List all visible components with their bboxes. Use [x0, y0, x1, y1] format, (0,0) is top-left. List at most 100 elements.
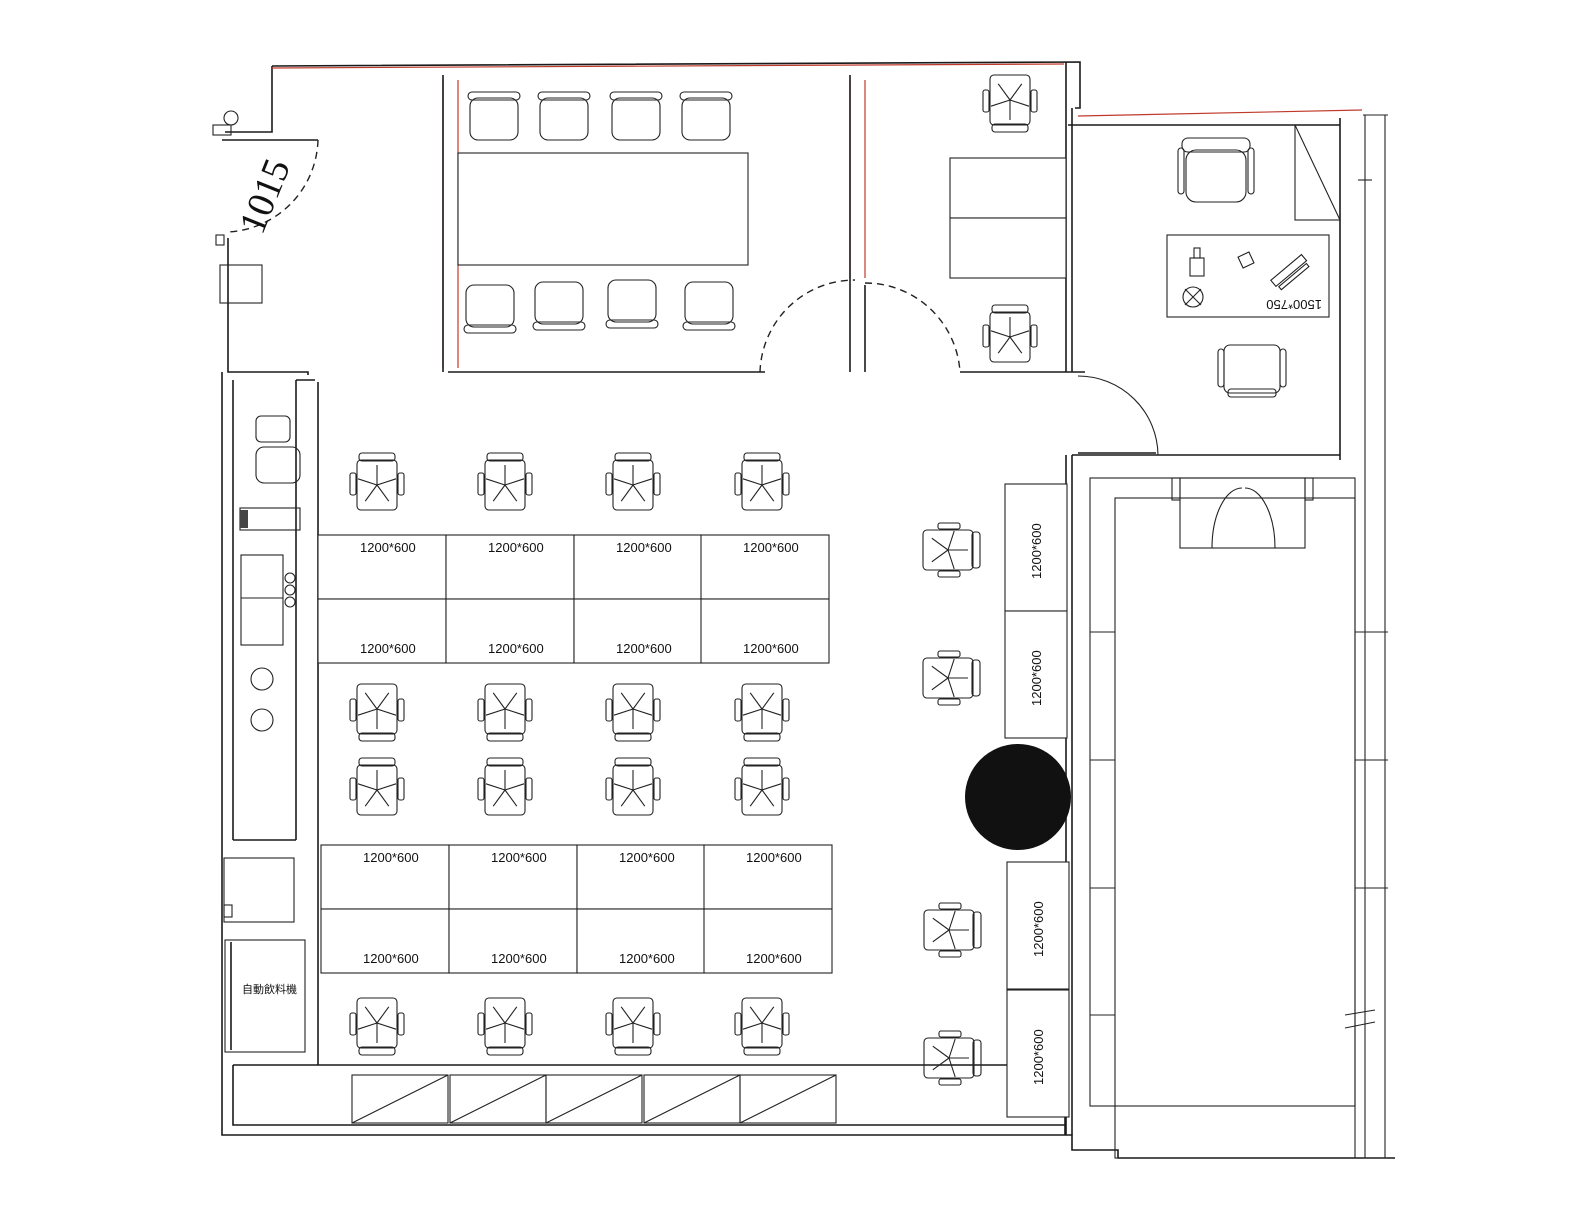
chair-seat: [741, 997, 783, 1049]
chair-base-leg: [931, 537, 949, 551]
desk-size-label: 1200*600: [1029, 650, 1044, 706]
chair-base-leg: [504, 484, 518, 502]
chair-backrest: [972, 911, 982, 949]
desk: [317, 598, 447, 664]
chair-base-leg: [613, 478, 634, 486]
chair-base-leg: [376, 692, 390, 710]
chair-base-leg: [948, 1038, 956, 1059]
desk: [700, 534, 830, 600]
office-chair: [922, 522, 981, 578]
chair-base-leg: [761, 1022, 782, 1030]
pantry-counter: [239, 415, 301, 732]
desk-size-label: 1200*600: [743, 540, 799, 555]
desk-size-label: 1200*600: [363, 850, 419, 865]
chair-base-leg: [931, 677, 949, 691]
chair-backrest: [614, 732, 652, 742]
office-chair: [922, 650, 981, 706]
chair-base-leg: [947, 677, 955, 698]
chair-armrest: [477, 1012, 485, 1036]
chair-armrest: [349, 472, 357, 496]
chair-backrest: [486, 452, 524, 462]
chair-base-leg: [504, 789, 518, 807]
chair-armrest: [734, 1012, 742, 1036]
chair-backrest: [743, 1046, 781, 1056]
office-chair: [605, 997, 661, 1056]
chair-armrest: [605, 472, 613, 496]
chair-armrest: [525, 472, 533, 496]
chair-seat: [484, 683, 526, 735]
chair-armrest: [982, 89, 990, 113]
chair-base-leg: [948, 1057, 956, 1078]
chair-armrest: [734, 698, 742, 722]
chair-armrest: [653, 1012, 661, 1036]
desk-size-label: 1200*600: [746, 850, 802, 865]
chair-backrest: [614, 452, 652, 462]
chair-base-leg: [632, 692, 646, 710]
chair-base-leg: [947, 658, 955, 679]
desk: [703, 844, 833, 910]
chair-base-leg: [932, 1045, 950, 1059]
chair-armrest: [782, 472, 790, 496]
office-chair: [605, 452, 661, 511]
entrance-door[interactable]: [212, 110, 319, 304]
desk-size-label: 1200*600: [491, 850, 547, 865]
chair-armrest: [937, 522, 961, 530]
desk-size-label: 1200*600: [746, 951, 802, 966]
chair-seat: [356, 459, 398, 511]
meeting-room-door[interactable]: [759, 279, 961, 373]
chair-armrest: [734, 777, 742, 801]
desk-size-label: 1200*600: [491, 951, 547, 966]
chair-backrest: [991, 304, 1029, 314]
cabinet-diagonal: [643, 1074, 741, 1124]
cabinet-diagonal: [739, 1074, 837, 1124]
chair-base-leg: [492, 789, 506, 807]
chair-backrest: [743, 732, 781, 742]
guest-chair: [1217, 344, 1287, 398]
east-corridor: [1089, 114, 1388, 1159]
chair-armrest: [938, 1078, 962, 1086]
chair-armrest: [937, 650, 961, 658]
desk: [317, 534, 447, 600]
manager-room-door[interactable]: [1077, 375, 1159, 456]
chair-backrest: [614, 1046, 652, 1056]
chair-base-leg: [364, 789, 378, 807]
chair-base-leg: [504, 692, 518, 710]
chair-base-leg: [932, 917, 950, 931]
chair-backrest: [743, 757, 781, 767]
chair-seat: [484, 764, 526, 816]
fridge: [223, 857, 295, 923]
chair-seat: [741, 764, 783, 816]
chair-base-leg: [364, 1006, 378, 1024]
chair-base-leg: [761, 783, 782, 791]
chair-backrest: [486, 732, 524, 742]
chair-base-leg: [931, 665, 949, 679]
chair-backrest: [358, 732, 396, 742]
chair-seat: [612, 764, 654, 816]
chair-base-leg: [492, 692, 506, 710]
chair-seat: [484, 997, 526, 1049]
chair-base-leg: [742, 708, 763, 716]
chair-base-leg: [485, 708, 506, 716]
office-chair: [477, 997, 533, 1056]
desk: [573, 534, 703, 600]
chair-base-leg: [948, 929, 956, 950]
chair-armrest: [477, 698, 485, 722]
chair-base-leg: [376, 478, 397, 486]
chair-seat: [612, 459, 654, 511]
desk-size-label: 1200*600: [743, 641, 799, 656]
chair-base-leg: [613, 708, 634, 716]
office-chair: [982, 304, 1038, 363]
chair-base-leg: [990, 99, 1011, 107]
chair-seat: [989, 311, 1031, 363]
chair-seat: [741, 683, 783, 735]
storage-cabinets: [351, 1074, 837, 1124]
office-chair: [477, 452, 533, 511]
chair-armrest: [782, 1012, 790, 1036]
chair-base-leg: [620, 692, 634, 710]
chair-base-leg: [504, 478, 525, 486]
desk-size-label: 1200*600: [1031, 901, 1046, 957]
chair-base-leg: [364, 484, 378, 502]
chair-base-leg: [376, 484, 390, 502]
structural-pillar: [965, 744, 1071, 850]
